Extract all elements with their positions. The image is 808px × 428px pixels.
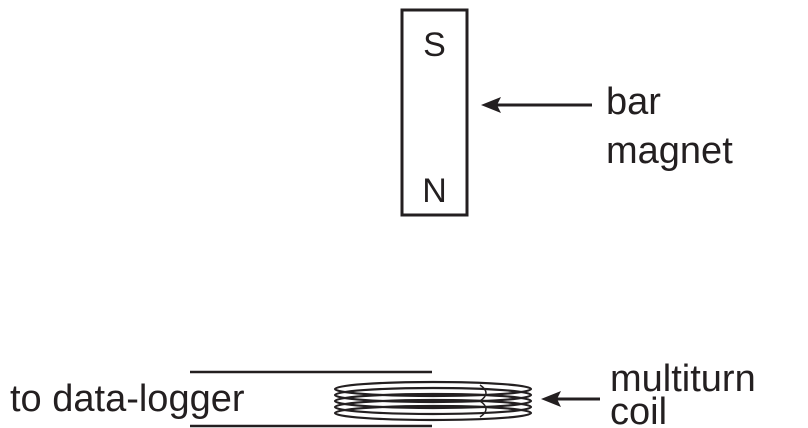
coil-leads xyxy=(190,370,432,428)
bar-magnet-body xyxy=(400,8,469,217)
data-logger-label: to data-logger xyxy=(10,378,245,420)
magnet-pole-s: S xyxy=(423,26,446,64)
coil-turn-5 xyxy=(333,404,533,422)
coil-label-line2: coil xyxy=(610,391,667,428)
coil-turn-2 xyxy=(333,386,533,404)
coil-arrowhead xyxy=(541,391,561,407)
magnet-label-line1: bar xyxy=(606,81,661,123)
coil-turn-1 xyxy=(333,380,533,398)
bar-magnet: S N xyxy=(400,8,469,217)
magnet-pointer-arrow xyxy=(481,97,592,113)
multiturn-coil xyxy=(333,380,533,422)
coil-label-line1: multiturn xyxy=(610,358,756,400)
coil-lead-connection xyxy=(478,384,487,418)
coil-turn-4 xyxy=(333,398,533,416)
coil-turn-3 xyxy=(333,392,533,410)
magnet-label-line2: magnet xyxy=(606,130,733,172)
coil-pointer-arrow xyxy=(541,391,600,407)
magnet-arrowhead xyxy=(481,97,501,113)
magnet-pole-n: N xyxy=(422,172,447,210)
